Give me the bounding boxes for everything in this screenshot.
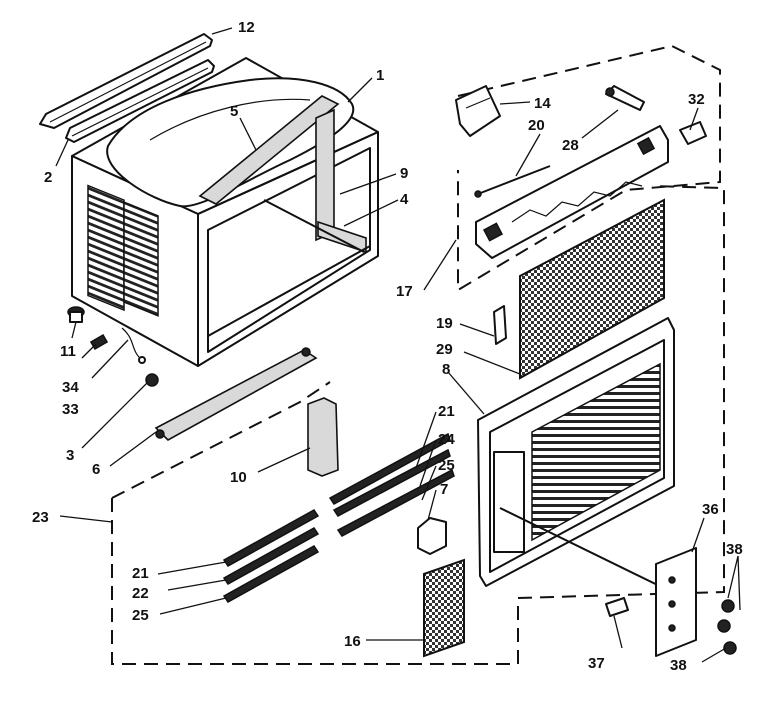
- side-filter: [423, 558, 465, 658]
- callout-12: 12: [238, 19, 255, 36]
- callout-labels: 12 1 5 2 9 4 14 20 28 32 17 19 29 8 11 3…: [32, 19, 743, 674]
- callout-38-upper: 38: [726, 541, 743, 558]
- callout-11: 11: [60, 343, 76, 360]
- callout-7: 7: [440, 481, 448, 498]
- callout-21-lower: 21: [132, 565, 149, 582]
- callout-33: 33: [62, 401, 79, 418]
- callout-14: 14: [534, 95, 551, 112]
- top-rail-strip: [39, 33, 213, 129]
- rail-21-upper: [328, 432, 451, 505]
- rail-22: [222, 527, 320, 585]
- callout-34: 34: [62, 379, 79, 396]
- callout-16: 16: [344, 633, 361, 650]
- shaft-rod: [474, 165, 551, 198]
- callout-36: 36: [702, 501, 719, 518]
- callout-28: 28: [562, 137, 579, 154]
- rail-24: [332, 448, 451, 517]
- callout-5: 5: [230, 103, 238, 120]
- callout-1: 1: [376, 67, 384, 84]
- callout-2: 2: [44, 169, 52, 186]
- callout-8: 8: [442, 361, 450, 378]
- callout-9: 9: [400, 165, 408, 182]
- callout-4: 4: [400, 191, 409, 208]
- callout-19: 19: [436, 315, 453, 332]
- callout-21-upper: 21: [438, 403, 455, 420]
- rail-21-lower: [222, 509, 320, 567]
- callout-22: 22: [132, 585, 149, 602]
- clip-37: [605, 597, 629, 617]
- seal-strip: [65, 59, 215, 143]
- callout-38-lower: 38: [670, 657, 687, 674]
- callout-29: 29: [436, 341, 453, 358]
- callout-25-upper: 25: [438, 457, 455, 474]
- callout-32: 32: [688, 91, 705, 108]
- hardware-3: [145, 373, 159, 387]
- callout-25-lower: 25: [132, 607, 149, 624]
- callout-23: 23: [32, 509, 49, 526]
- leader-lines: [55, 27, 741, 663]
- knob-lever: [605, 85, 645, 111]
- front-panel: [477, 317, 677, 595]
- filter-tab: [493, 305, 507, 345]
- hardware-11: [67, 306, 85, 323]
- hardware-33: [121, 327, 146, 364]
- clip: [679, 121, 707, 145]
- bottom-support-strip: [154, 347, 318, 441]
- screws-38: [717, 599, 737, 655]
- callout-20: 20: [528, 117, 545, 134]
- damper: [417, 517, 447, 555]
- callout-37: 37: [588, 655, 605, 672]
- filter-grille: [519, 198, 665, 380]
- callout-3: 3: [66, 447, 74, 464]
- group-outline-23: [111, 185, 725, 665]
- cabinet: [71, 57, 379, 367]
- callout-10: 10: [230, 469, 247, 486]
- group-outline-17: [457, 44, 721, 292]
- mounting-plate: [655, 547, 697, 657]
- callout-24: 24: [438, 431, 455, 448]
- callout-6: 6: [92, 461, 100, 478]
- control-bracket: [455, 85, 501, 137]
- foam-block: [307, 397, 339, 477]
- callout-17: 17: [396, 283, 413, 300]
- rail-25-upper: [336, 468, 455, 537]
- rail-25-lower: [222, 545, 320, 603]
- control-panel: [475, 125, 669, 259]
